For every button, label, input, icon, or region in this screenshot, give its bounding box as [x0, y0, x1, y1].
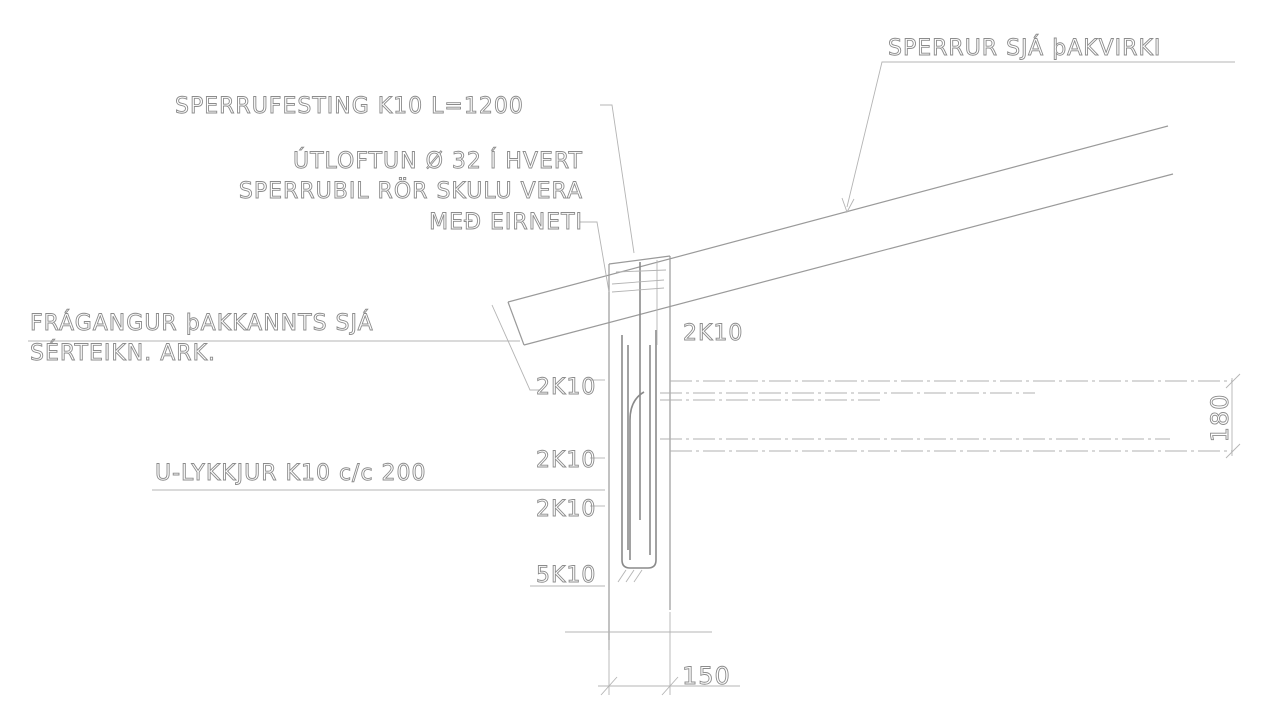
leader-sperrur-arrow	[841, 197, 855, 214]
label-sperrufesting: SPERRUFESTING K10 L=1200	[175, 94, 524, 119]
label-rebar-2k10-top: 2K10	[683, 321, 743, 346]
roof-rafter	[507, 125, 1174, 346]
label-utloftun-2: SPERRUBIL RÖR SKULU VERA	[239, 178, 583, 204]
label-sperrur: SPERRUR SJÁ þAKVIRKI	[888, 35, 1161, 61]
label-rebar-2k10-a: 2K10	[536, 375, 596, 400]
label-rebar-5k10: 5K10	[536, 563, 596, 588]
rafter-bottom-line	[523, 173, 1174, 346]
dim-180-label: 180	[1206, 394, 1234, 443]
label-fragangur-2: SÉRTEIKN. ARK.	[30, 340, 216, 366]
dim-tick-left	[600, 676, 618, 696]
rafter-top-line	[507, 125, 1169, 303]
bent-bar	[629, 391, 645, 560]
rafter-anchor-bar-top	[615, 269, 667, 273]
hatch-3	[633, 569, 643, 583]
floor-slab	[660, 373, 1241, 459]
dim-tick-right	[661, 676, 679, 696]
rafter-anchor-hatch-1	[611, 279, 665, 285]
label-fragangur-1: FRÁGANGUR þAKKANNTS SJÁ	[30, 310, 374, 336]
label-utloftun-1: ÚTLOFTUN Ø 32 Í HVERT	[293, 148, 583, 174]
hatch-2	[625, 569, 635, 583]
hatch-1	[617, 569, 627, 583]
wall-rebar	[611, 260, 667, 583]
leader-sperrur	[846, 61, 1235, 208]
rafter-anchor-hatch-2	[611, 287, 665, 293]
wall-top-line	[608, 255, 671, 265]
label-u-lykkjur: U-LYKKJUR K10 c/c 200	[155, 461, 427, 486]
leader-utloftun	[580, 221, 610, 293]
dim-150-label: 150	[682, 662, 731, 690]
label-utloftun-3: MEÐ EIRNETI	[429, 210, 583, 235]
rafter-end-line	[507, 301, 525, 346]
dim-tick-bottom	[1225, 443, 1241, 459]
leader-sperrufesting	[600, 104, 635, 254]
u-loop-bar	[621, 330, 657, 569]
leader-lines	[28, 61, 1235, 587]
concrete-wall	[565, 255, 740, 696]
label-rebar-2k10-b: 2K10	[536, 448, 596, 473]
leader-fragangur-diag	[491, 304, 540, 391]
dim-tick-top	[1225, 373, 1241, 389]
label-rebar-2k10-c: 2K10	[536, 497, 596, 522]
